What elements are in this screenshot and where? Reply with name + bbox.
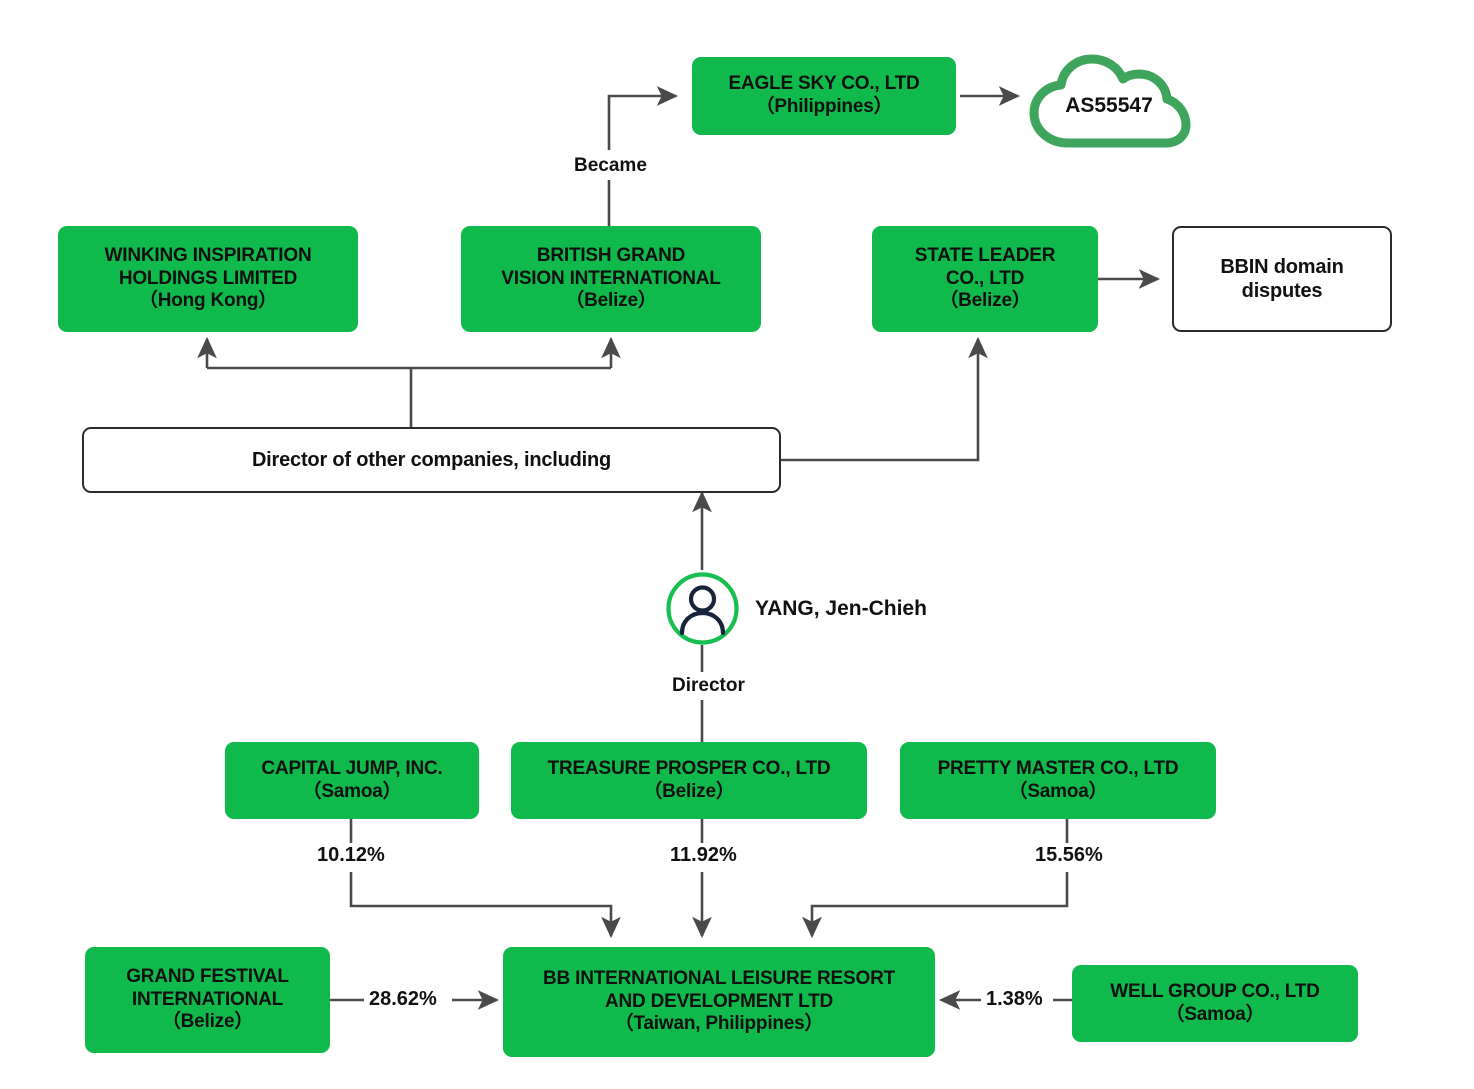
winking-name-line1: WINKING INSPIRATION	[104, 244, 312, 266]
person-avatar[interactable]	[665, 571, 740, 646]
wire-prettymaster-to-bb	[802, 872, 1069, 939]
became-label: Became	[570, 155, 651, 177]
node-capital-jump[interactable]: CAPITAL JUMP, INC. （Samoa）	[225, 742, 479, 819]
director-of-others-label: Director of other companies, including	[251, 449, 612, 471]
capital-jump-name: CAPITAL JUMP, INC.	[261, 757, 443, 779]
person-name: YANG, Jen-Chieh	[755, 597, 927, 620]
cloud-icon	[1029, 54, 1191, 148]
node-pretty-master[interactable]: PRETTY MASTER CO., LTD （Samoa）	[900, 742, 1216, 819]
pct-pretty-master: 15.56%	[1030, 844, 1108, 867]
pretty-master-country: （Samoa）	[1008, 780, 1108, 802]
node-british-grand-vision[interactable]: BRITISH GRAND VISION INTERNATIONAL （Beli…	[461, 226, 761, 332]
node-grand-festival[interactable]: GRAND FESTIVAL INTERNATIONAL （Belize）	[85, 947, 330, 1053]
bb-international-country: （Taiwan, Philippines）	[614, 1013, 824, 1035]
pct-grand-festival: 28.62%	[364, 988, 442, 1011]
person-icon	[666, 572, 739, 645]
state-leader-name-line2: CO., LTD	[945, 267, 1025, 289]
as-cloud-label: AS55547	[1065, 94, 1153, 117]
wire-directorbox-to-stateleader	[781, 336, 988, 462]
wire-capitaljump-to-bb	[349, 872, 621, 939]
treasure-prosper-name: TREASURE PROSPER CO., LTD	[547, 757, 831, 779]
british-name-line1: BRITISH GRAND	[536, 244, 686, 266]
pct-well-group: 1.38%	[981, 988, 1048, 1011]
state-leader-name-line1: STATE LEADER	[914, 244, 1056, 266]
bbin-line2: disputes	[1241, 280, 1323, 302]
node-bbin-domain-disputes[interactable]: BBIN domain disputes	[1172, 226, 1392, 332]
treasure-prosper-country: （Belize）	[643, 780, 735, 802]
well-group-country: （Samoa）	[1165, 1003, 1265, 1025]
bb-international-name-line1: BB INTERNATIONAL LEISURE RESORT	[543, 967, 895, 989]
winking-name-line2: HOLDINGS LIMITED	[118, 267, 298, 289]
grand-festival-name-line1: GRAND FESTIVAL	[126, 965, 289, 987]
british-name-line2: VISION INTERNATIONAL	[501, 267, 721, 289]
node-well-group[interactable]: WELL GROUP CO., LTD （Samoa）	[1072, 965, 1358, 1042]
as-cloud[interactable]: AS55547	[1026, 47, 1192, 151]
node-eagle-sky[interactable]: EAGLE SKY CO., LTD （Philippines）	[692, 57, 956, 135]
eagle-sky-name: EAGLE SKY CO., LTD	[728, 73, 920, 95]
winking-country: （Hong Kong）	[138, 290, 278, 312]
eagle-sky-country: （Philippines）	[755, 96, 893, 117]
node-treasure-prosper[interactable]: TREASURE PROSPER CO., LTD （Belize）	[511, 742, 867, 819]
pretty-master-name: PRETTY MASTER CO., LTD	[937, 757, 1179, 779]
node-state-leader[interactable]: STATE LEADER CO., LTD （Belize）	[872, 226, 1098, 332]
capital-jump-country: （Samoa）	[302, 780, 402, 802]
grand-festival-country: （Belize）	[161, 1011, 254, 1033]
pct-capital-jump: 10.12%	[312, 844, 390, 867]
grand-festival-name-line2: INTERNATIONAL	[131, 988, 284, 1010]
british-country: （Belize）	[565, 290, 657, 312]
node-director-of-other-companies[interactable]: Director of other companies, including	[82, 427, 781, 493]
well-group-name: WELL GROUP CO., LTD	[1110, 980, 1320, 1002]
bb-international-name-line2: AND DEVELOPMENT LTD	[604, 990, 834, 1012]
bbin-line1: BBIN domain	[1220, 256, 1344, 278]
pct-treasure-prosper: 11.92%	[665, 844, 742, 867]
state-leader-country: （Belize）	[939, 290, 1031, 312]
wire-became-to-eaglesky	[607, 86, 679, 150]
node-winking-inspiration[interactable]: WINKING INSPIRATION HOLDINGS LIMITED （Ho…	[58, 226, 358, 332]
node-bb-international[interactable]: BB INTERNATIONAL LEISURE RESORT AND DEVE…	[503, 947, 935, 1057]
person-role-label: Director	[668, 675, 749, 697]
